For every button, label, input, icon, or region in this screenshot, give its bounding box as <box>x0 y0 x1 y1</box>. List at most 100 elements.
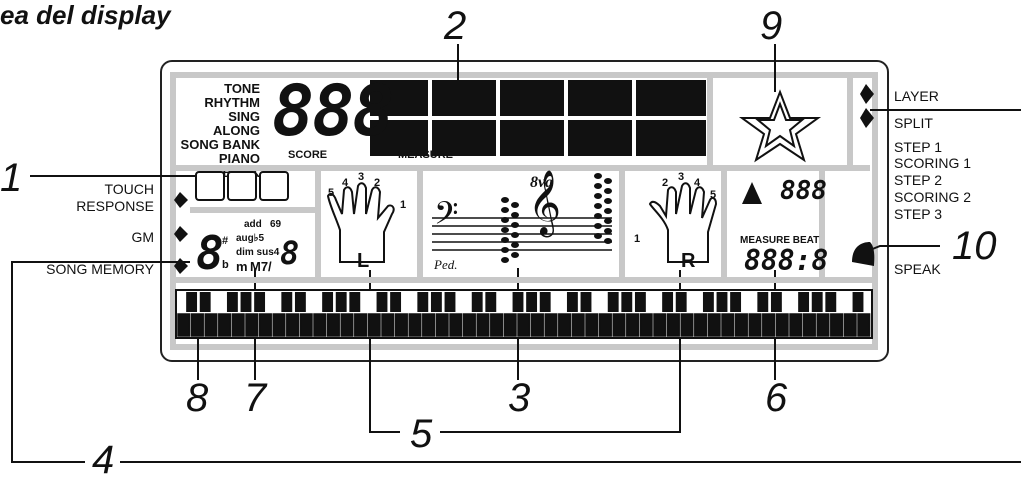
white-key <box>668 314 680 336</box>
black-key <box>757 292 768 312</box>
black-key <box>281 292 292 312</box>
white-key <box>627 314 639 336</box>
black-key <box>676 292 687 312</box>
label-measure: MEASURE <box>398 148 453 162</box>
black-key <box>431 292 442 312</box>
star-icon <box>742 92 818 160</box>
chord-aug: aug♭5 <box>236 232 264 246</box>
black-key <box>581 292 592 312</box>
mode-icons <box>196 172 288 200</box>
black-key <box>513 292 524 312</box>
white-key <box>695 314 707 336</box>
white-key <box>491 314 503 336</box>
white-key <box>450 314 462 336</box>
black-key <box>798 292 809 312</box>
black-key <box>853 292 864 312</box>
white-key <box>232 314 244 336</box>
black-key <box>254 292 265 312</box>
black-key <box>703 292 714 312</box>
black-key <box>241 292 252 312</box>
white-key <box>545 314 557 336</box>
white-key <box>831 314 843 336</box>
chord-69: 69 <box>270 218 281 232</box>
hand-left-letter: L <box>357 254 369 268</box>
white-key <box>341 314 353 336</box>
white-key <box>654 314 666 336</box>
finger-left-1: 1 <box>400 198 406 212</box>
black-key <box>526 292 537 312</box>
white-key <box>382 314 394 336</box>
finger-right-4: 4 <box>694 176 700 190</box>
black-key <box>336 292 347 312</box>
black-key <box>771 292 782 312</box>
finger-right-5: 5 <box>710 188 716 202</box>
white-key <box>192 314 204 336</box>
white-key <box>504 314 516 336</box>
black-key <box>472 292 483 312</box>
white-key <box>518 314 530 336</box>
white-key <box>477 314 489 336</box>
white-key <box>708 314 720 336</box>
white-key <box>776 314 788 336</box>
black-key <box>186 292 197 312</box>
chord-m: m <box>236 260 248 274</box>
white-key <box>287 314 299 336</box>
label-score: SCORE <box>288 148 327 162</box>
black-key <box>390 292 401 312</box>
finger-left-3: 3 <box>358 170 364 184</box>
white-key <box>681 314 693 336</box>
black-key <box>377 292 388 312</box>
black-key <box>485 292 496 312</box>
chord-dim: dim sus4 <box>236 246 279 260</box>
label-ped: Ped. <box>434 258 457 272</box>
black-key <box>227 292 238 312</box>
finger-left-2: 2 <box>374 176 380 190</box>
white-key <box>314 314 326 336</box>
finger-right-1: 1 <box>634 232 640 246</box>
white-key <box>260 314 272 336</box>
black-key <box>812 292 823 312</box>
white-key <box>559 314 571 336</box>
white-key <box>586 314 598 336</box>
white-key <box>600 314 612 336</box>
white-key <box>423 314 435 336</box>
white-key <box>736 314 748 336</box>
white-key <box>368 314 380 336</box>
chord-sharp: # <box>222 234 228 248</box>
hand-right-letter: R <box>681 254 695 268</box>
white-key <box>613 314 625 336</box>
white-key <box>804 314 816 336</box>
white-key <box>722 314 734 336</box>
white-key <box>790 314 802 336</box>
metronome-icon <box>742 182 762 204</box>
white-key <box>178 314 190 336</box>
main-digits: 888 <box>272 70 392 152</box>
black-key <box>349 292 360 312</box>
chord-root-digit: 8 <box>196 226 224 280</box>
white-key <box>205 314 217 336</box>
black-key <box>717 292 728 312</box>
bass-clef-icon: 𝄢 <box>434 210 458 224</box>
white-key <box>572 314 584 336</box>
white-key <box>436 314 448 336</box>
white-key <box>749 314 761 336</box>
black-key <box>730 292 741 312</box>
chord-flat: b <box>222 258 229 272</box>
white-key <box>355 314 367 336</box>
white-key <box>396 314 408 336</box>
white-key <box>328 314 340 336</box>
white-key <box>409 314 421 336</box>
white-key <box>219 314 231 336</box>
white-key <box>246 314 258 336</box>
black-key <box>825 292 836 312</box>
finger-right-3: 3 <box>678 170 684 184</box>
white-key <box>844 314 856 336</box>
keyboard <box>176 290 872 338</box>
white-key <box>640 314 652 336</box>
black-key <box>295 292 306 312</box>
finger-right-2: 2 <box>662 176 668 190</box>
finger-left-5: 5 <box>328 186 334 200</box>
white-key <box>273 314 285 336</box>
